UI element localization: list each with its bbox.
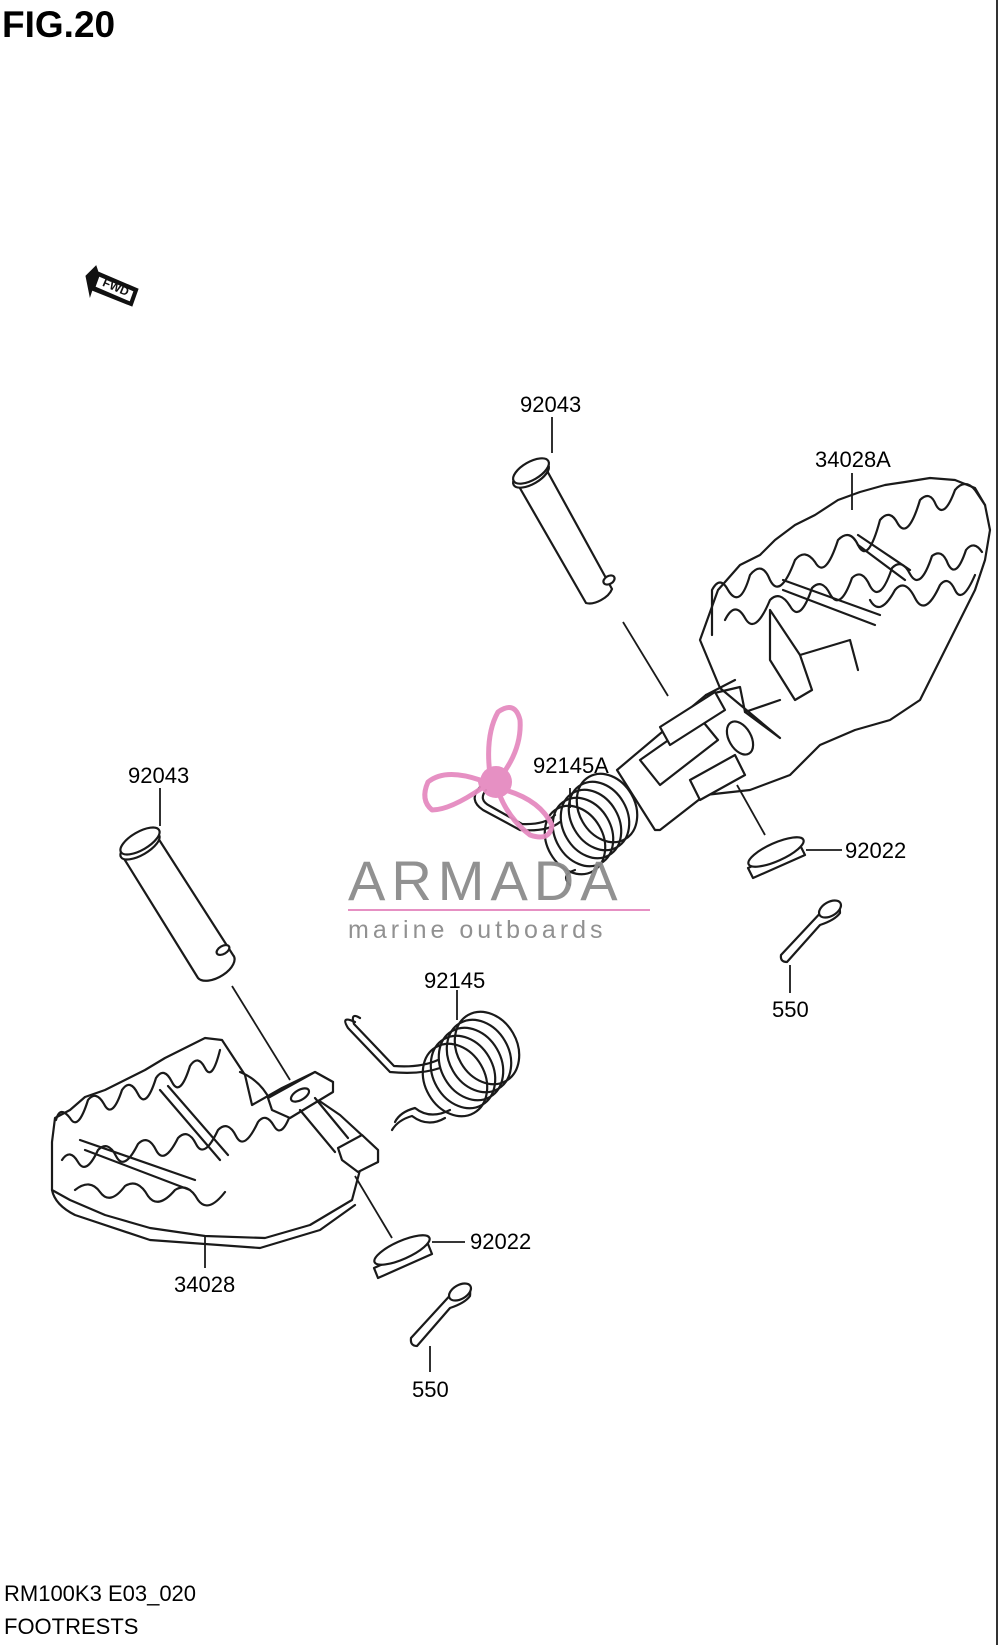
callout-pin-left: 92043: [128, 763, 189, 788]
callout-cotter-left: 550: [412, 1377, 449, 1402]
watermark-brand: ARMADA: [348, 849, 624, 912]
callout-cotter-right: 550: [772, 997, 809, 1022]
clevis-pin-left: [119, 826, 236, 982]
callout-washer-left: 92022: [470, 1229, 531, 1254]
fwd-arrow-icon: FWD: [85, 265, 139, 307]
cotter-pin-right: [779, 899, 843, 964]
washer-left: [354, 1175, 434, 1280]
callout-washer-right: 92022: [845, 838, 906, 863]
watermark: ARMADA marine outboards: [348, 705, 650, 944]
figure-title: FIG.20: [2, 4, 115, 45]
clevis-pin-right: [512, 457, 616, 605]
callout-pin-right: 92043: [520, 392, 581, 417]
cotter-pin-left: [409, 1282, 473, 1348]
torsion-spring-left: [344, 1010, 521, 1132]
callout-spring-right: 92145A: [533, 753, 609, 778]
callout-spring-left: 92145: [424, 968, 485, 993]
section-name: FOOTRESTS: [4, 1614, 138, 1639]
footrest-right: [615, 476, 992, 832]
callout-footrest-left: 34028: [174, 1272, 235, 1297]
footrest-left: [50, 1036, 380, 1250]
callout-footrest-right: 34028A: [815, 447, 891, 472]
propeller-icon: [422, 705, 555, 840]
washer-right: [736, 784, 807, 880]
model-code: RM100K3 E03_020: [4, 1581, 196, 1606]
watermark-tagline: marine outboards: [348, 916, 607, 944]
